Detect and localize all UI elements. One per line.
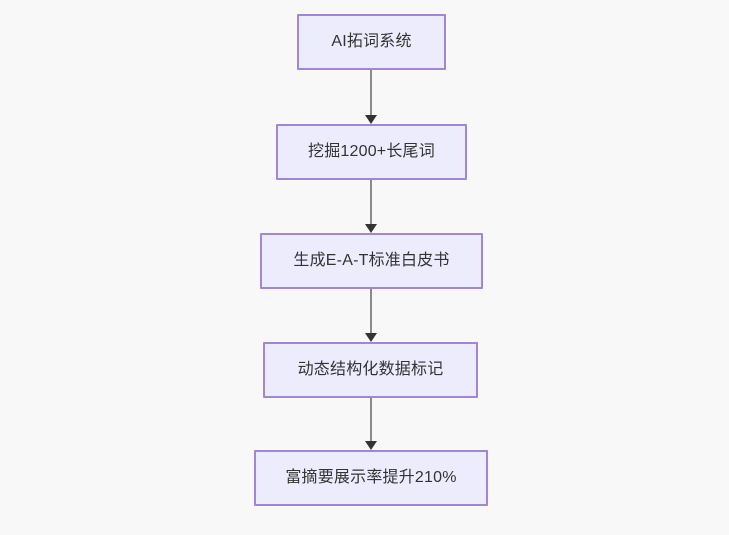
arrowhead-down-icon (365, 333, 377, 342)
connector-arrow-3 (365, 289, 377, 342)
flow-node-label: 挖掘1200+长尾词 (308, 143, 435, 160)
connector-arrow-1 (365, 70, 377, 124)
flow-node-rich-snippet-rate-increase[interactable]: 富摘要展示率提升210% (254, 450, 488, 506)
arrowhead-down-icon (365, 224, 377, 233)
connector-arrow-4 (365, 398, 377, 450)
arrowhead-down-icon (365, 115, 377, 124)
connector-line (370, 289, 372, 334)
flow-node-dynamic-structured-data-markup[interactable]: 动态结构化数据标记 (263, 342, 478, 398)
connector-line (370, 180, 372, 225)
arrowhead-down-icon (365, 441, 377, 450)
flow-node-label: AI拓词系统 (331, 33, 412, 50)
flow-node-mine-longtail-keywords[interactable]: 挖掘1200+长尾词 (276, 124, 467, 180)
connector-arrow-2 (365, 180, 377, 233)
flow-node-ai-keyword-system[interactable]: AI拓词系统 (297, 14, 446, 70)
flow-node-generate-eat-whitepaper[interactable]: 生成E-A-T标准白皮书 (260, 233, 483, 289)
connector-line (370, 70, 372, 116)
flow-node-label: 生成E-A-T标准白皮书 (293, 252, 450, 269)
connector-line (370, 398, 372, 442)
flow-node-label: 动态结构化数据标记 (297, 361, 444, 378)
flow-node-label: 富摘要展示率提升210% (285, 469, 457, 486)
